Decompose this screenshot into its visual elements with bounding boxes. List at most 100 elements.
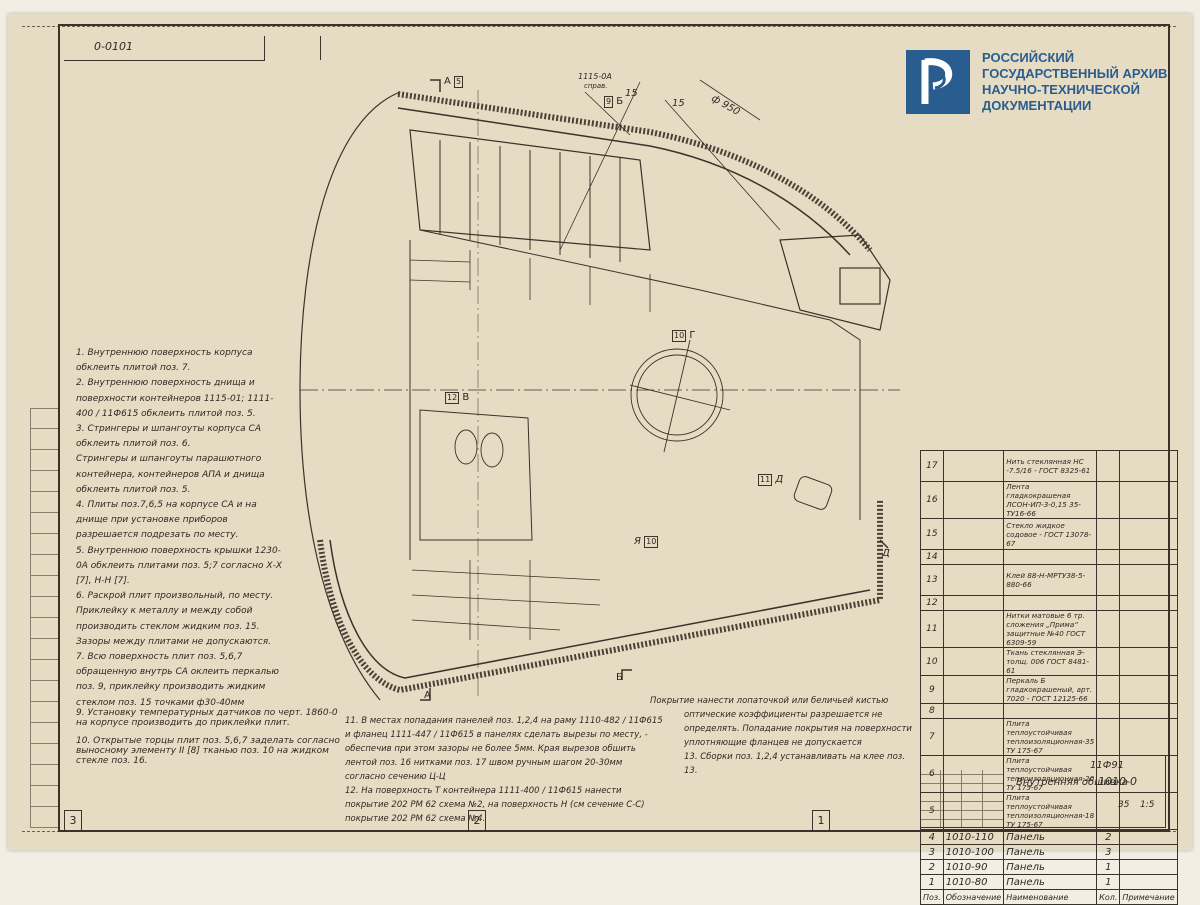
spec-cell-note bbox=[1119, 829, 1178, 845]
spec-cell-name: Лента гладкокрашеная ЛСОН-ИП-3-0,15 35-Т… bbox=[1003, 481, 1098, 519]
section-g-marker: 10 Г bbox=[672, 330, 695, 342]
section-ya-sheet-box: 10 bbox=[644, 536, 659, 548]
spec-cell-designation: 1010-80 bbox=[942, 874, 1005, 890]
section-b-bottom-letter: Б bbox=[616, 672, 623, 683]
section-d-right-letter: Д bbox=[882, 548, 890, 559]
spec-cell-name bbox=[1003, 703, 1098, 719]
spec-cell-designation bbox=[942, 718, 1005, 756]
note-11: 11. В местах попадания панелей поз. 1,2,… bbox=[345, 716, 663, 782]
spec-cell-note bbox=[1119, 792, 1178, 830]
spec-cell-pos: 12 bbox=[920, 595, 944, 611]
spec-cell-qty: 3 bbox=[1096, 844, 1121, 860]
note-4: 4. Плиты поз.7,6,5 на корпусе СА и на дн… bbox=[76, 500, 257, 541]
spec-cell-name: Стекло жидкое содовое - ГОСТ 13078-67 bbox=[1003, 518, 1098, 550]
spec-cell-designation bbox=[942, 518, 1005, 550]
spec-cell-pos: 3 bbox=[920, 844, 944, 860]
note-coating: Покрытие нанести лопаточкой или беличьей… bbox=[650, 696, 889, 706]
spec-cell-pos: 17 bbox=[920, 450, 944, 482]
spec-cell-pos: 1 bbox=[920, 874, 944, 890]
spec-cell-note bbox=[1119, 718, 1178, 756]
note-7: 7. Всю поверхность плит поз. 5,6,7 обращ… bbox=[76, 652, 279, 708]
spec-cell-name: Плита теплоустойчивая теплоизоляционная-… bbox=[1003, 718, 1098, 756]
spec-cell-note bbox=[1119, 859, 1178, 875]
spec-cell-qty bbox=[1096, 703, 1121, 719]
logo-line-4: ДОКУМЕНТАЦИИ bbox=[982, 98, 1092, 113]
spec-cell-qty bbox=[1096, 610, 1121, 648]
section-a-sheet-box: 5 bbox=[454, 76, 464, 88]
top-code-cell: 0-0101 bbox=[64, 36, 321, 61]
spec-row: 14 bbox=[920, 549, 1178, 565]
technical-notes-bottom: 11. В местах попадания панелей поз. 1,2,… bbox=[345, 714, 665, 826]
spec-cell-name: Ткань стеклянная Э-толщ. 006 ГОСТ 8481-6… bbox=[1003, 647, 1098, 676]
section-a-top-marker: А 5 bbox=[444, 76, 464, 88]
spec-cell-name: Нить стеклянная НС -7.5/16 - ГОСТ 8325-6… bbox=[1003, 450, 1098, 482]
archive-logo-icon bbox=[906, 50, 970, 114]
note-2: 2. Внутреннюю поверхность днища и поверх… bbox=[76, 378, 274, 419]
spec-cell-designation bbox=[942, 481, 1005, 519]
spec-row: 15 Стекло жидкое содовое - ГОСТ 13078-67 bbox=[920, 518, 1178, 550]
spec-header-pos: Поз. bbox=[920, 889, 944, 905]
spec-cell-name: Панель bbox=[1003, 829, 1098, 845]
spec-cell-qty bbox=[1096, 647, 1121, 676]
section-b-letter: Б bbox=[616, 96, 624, 107]
spec-cell-pos: 14 bbox=[920, 549, 944, 565]
spec-cell-name bbox=[1003, 549, 1098, 565]
capsule-section-drawing bbox=[299, 79, 900, 701]
note-6: 6. Раскрой плит произвольный, по месту. … bbox=[76, 591, 274, 632]
product-code: 11Ф91 bbox=[1090, 760, 1125, 771]
note-optical: оптические коэффициенты разрешается не о… bbox=[684, 710, 912, 748]
section-a-bottom-letter: А bbox=[424, 690, 431, 701]
spec-row: 7 Плита теплоустойчивая теплоизоляционная… bbox=[920, 718, 1178, 756]
section-v-marker: 12 В bbox=[445, 392, 469, 404]
spec-cell-pos: 2 bbox=[920, 859, 944, 875]
spec-cell-note bbox=[1119, 518, 1178, 550]
spec-cell-designation: 1010-100 bbox=[942, 844, 1005, 860]
spec-cell-note bbox=[1119, 844, 1178, 860]
spec-cell-note bbox=[1119, 610, 1178, 648]
mass-value: 35 bbox=[1118, 800, 1130, 810]
spec-cell-qty bbox=[1096, 450, 1121, 482]
note-10: 10. Открытые торцы плит поз. 5,6,7 задел… bbox=[76, 736, 340, 766]
logo-line-3: НАУЧНО-ТЕХНИЧЕСКОЙ bbox=[982, 82, 1140, 97]
section-b-sheet-box: 9 bbox=[604, 96, 614, 108]
note-5: 5. Внутреннюю поверхность крышки 1230-0А… bbox=[76, 545, 282, 587]
spec-row: 12 bbox=[920, 595, 1178, 611]
note-12: 12. На поверхность Т контейнера 1111-400… bbox=[345, 786, 645, 824]
section-d-marker: 11 Д bbox=[758, 474, 783, 486]
spec-cell-pos: 8 bbox=[920, 703, 944, 719]
side-registration-stamp bbox=[30, 408, 60, 828]
spec-cell-designation bbox=[942, 564, 1005, 596]
spec-cell-note bbox=[1119, 874, 1178, 890]
spec-cell-designation bbox=[942, 703, 1005, 719]
callout-1115-0a: 1115-0А bbox=[578, 72, 612, 81]
spec-header-note: Примечание bbox=[1119, 889, 1178, 905]
top-code-aux-cell bbox=[272, 36, 321, 60]
spec-cell-pos: 7 bbox=[920, 718, 944, 756]
spec-cell-name: Нитки матовые 6 тр. сложения „Прима“ защ… bbox=[1003, 610, 1098, 648]
spec-cell-name: Плита теплоустойчивая теплоизоляционная-… bbox=[1003, 755, 1098, 793]
drawing-number: 1010-0 bbox=[1098, 775, 1137, 788]
spec-cell-designation bbox=[942, 450, 1005, 482]
spec-cell-pos: 15 bbox=[920, 518, 944, 550]
section-ya-marker: Я 10 bbox=[634, 536, 659, 548]
spec-cell-name: Плита теплоустойчивая теплоизоляционная-… bbox=[1003, 792, 1098, 830]
zone-marker-2: 2 bbox=[468, 810, 486, 831]
logo-line-1: РОССИЙСКИЙ bbox=[982, 50, 1075, 65]
callout-reference-note: справ. bbox=[584, 82, 608, 90]
spec-cell-name: Панель bbox=[1003, 874, 1098, 890]
spec-cell-qty bbox=[1096, 718, 1121, 756]
spec-cell-designation: 1010-90 bbox=[942, 859, 1005, 875]
spec-row: 8 bbox=[920, 703, 1178, 719]
note-6b: Зазоры между плитами не допускаются. bbox=[76, 636, 272, 647]
spec-cell-note bbox=[1119, 647, 1178, 676]
dimension-15a: 15 bbox=[625, 88, 638, 99]
note-13: 13. Сборки поз. 1,2,4 устанавливать на к… bbox=[684, 752, 906, 776]
spec-row: 17 Нить стеклянная НС -7.5/16 - ГОСТ 8325… bbox=[920, 450, 1178, 482]
